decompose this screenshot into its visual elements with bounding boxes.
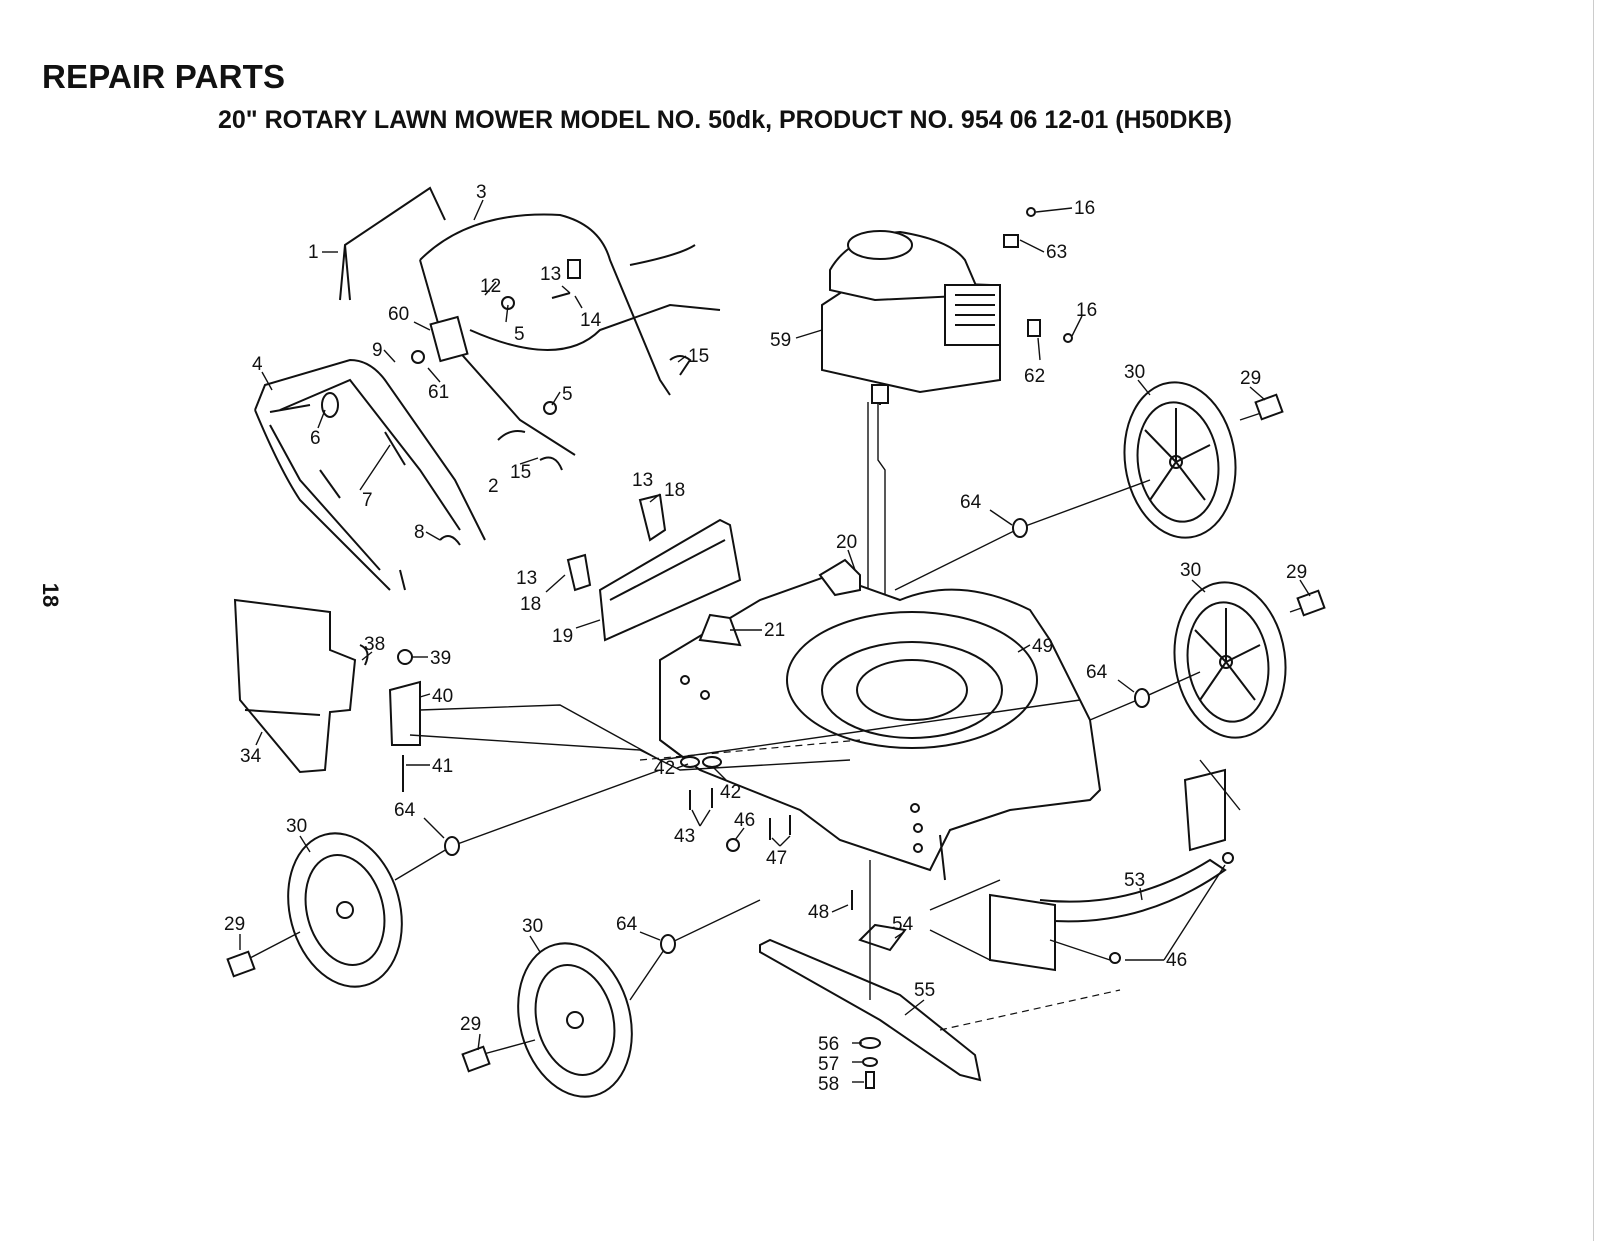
callout-57: 57: [818, 1054, 839, 1075]
rear-right-wheel: [1123, 381, 1237, 539]
baffle-part: [566, 493, 742, 642]
callout-58: 58: [818, 1074, 839, 1095]
bolt-part: [1254, 393, 1284, 421]
rear-left-wheel: [287, 832, 403, 988]
callout-29: 29: [1240, 368, 1261, 389]
bolt-part: [1296, 589, 1326, 617]
callout-60: 60: [388, 304, 409, 325]
callout-48: 48: [808, 902, 829, 923]
callout-30: 30: [1124, 362, 1145, 383]
spacer-part: [660, 934, 676, 954]
bolt-part: [461, 1045, 491, 1073]
blade-part: [759, 923, 982, 1089]
callout-46: 46: [734, 810, 755, 831]
spacer-part: [1134, 688, 1150, 708]
callout-63: 63: [1046, 242, 1067, 263]
callout-13: 13: [632, 470, 653, 491]
callout-15: 15: [510, 462, 531, 483]
callout-43: 43: [674, 826, 695, 847]
callout-leaders: [239, 199, 1311, 1083]
callout-46: 46: [1166, 950, 1187, 971]
callout-7: 7: [362, 490, 373, 511]
deflector-shield-part: [233, 598, 421, 792]
callout-64: 64: [394, 800, 416, 821]
callout-13: 13: [540, 264, 561, 285]
spacer-part: [444, 836, 460, 856]
callout-18: 18: [664, 480, 685, 501]
small-hardware: [680, 756, 1234, 964]
callout-6: 6: [310, 428, 321, 449]
callout-16: 16: [1076, 300, 1097, 321]
callout-55: 55: [914, 980, 935, 1001]
scan-edge-divider: [1593, 0, 1594, 1241]
callout-49: 49: [1032, 636, 1053, 657]
callout-47: 47: [766, 848, 787, 869]
front-left-wheel: [517, 942, 633, 1098]
callout-9: 9: [372, 340, 383, 361]
callout-30: 30: [1180, 560, 1201, 581]
callout-18: 18: [520, 594, 541, 615]
callout-13: 13: [516, 568, 537, 589]
callout-39: 39: [430, 648, 451, 669]
callout-4: 4: [252, 354, 263, 375]
callout-29: 29: [460, 1014, 481, 1035]
callout-5: 5: [514, 324, 525, 345]
bolt-part: [226, 950, 256, 978]
callout-64: 64: [960, 492, 982, 513]
callout-61: 61: [428, 382, 449, 403]
skirt-part: [989, 768, 1227, 972]
callout-30: 30: [286, 816, 307, 837]
callout-15: 15: [688, 346, 709, 367]
callout-19: 19: [552, 626, 573, 647]
callout-53: 53: [1124, 870, 1145, 891]
callout-numbers: 1 2 3 4 5 5 6 7 8 9 12 13 13 13 14 15 15…: [224, 182, 1307, 1095]
callout-54: 54: [892, 914, 914, 935]
callout-29: 29: [224, 914, 245, 935]
callout-2: 2: [488, 476, 499, 497]
callout-42: 42: [720, 782, 741, 803]
callout-42: 42: [654, 758, 675, 779]
callout-59: 59: [770, 330, 791, 351]
callout-41: 41: [432, 756, 453, 777]
callout-3: 3: [476, 182, 487, 203]
lower-handle-part: [254, 358, 486, 591]
page-subtitle: 20" ROTARY LAWN MOWER MODEL NO. 50dk, PR…: [218, 106, 1232, 134]
callout-34: 34: [240, 746, 262, 767]
callout-40: 40: [432, 686, 453, 707]
callout-5: 5: [562, 384, 573, 405]
upper-handle-part: [339, 186, 721, 456]
callout-56: 56: [818, 1034, 839, 1055]
callout-30: 30: [522, 916, 543, 937]
callout-62: 62: [1024, 366, 1045, 387]
deck-housing-part: [659, 558, 1102, 881]
callout-38: 38: [364, 634, 385, 655]
callout-8: 8: [414, 522, 425, 543]
engine-part: [821, 207, 1073, 405]
callout-29: 29: [1286, 562, 1307, 583]
page-title: REPAIR PARTS: [42, 58, 286, 95]
callout-1: 1: [308, 242, 319, 263]
callout-16: 16: [1074, 198, 1095, 219]
callout-14: 14: [580, 310, 602, 331]
callout-12: 12: [480, 276, 501, 297]
callout-20: 20: [836, 532, 857, 553]
callout-64: 64: [1086, 662, 1108, 683]
callout-21: 21: [764, 620, 785, 641]
front-right-wheel: [1173, 581, 1287, 739]
handle-hardware: [269, 259, 692, 591]
callout-64: 64: [616, 914, 638, 935]
spacer-part: [1012, 518, 1028, 538]
